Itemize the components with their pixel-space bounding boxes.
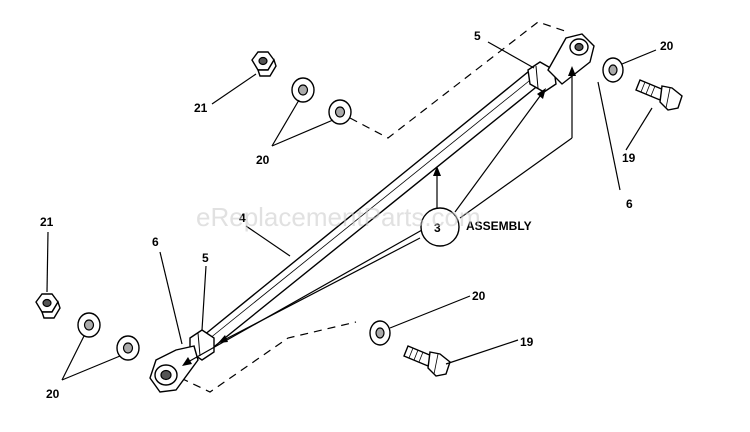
label-nut-lower: 21 <box>40 215 54 229</box>
label-rod: 4 <box>239 211 246 225</box>
label-nut-upper: 21 <box>194 101 208 115</box>
label-washer-upper-right: 20 <box>660 39 674 53</box>
label-bolt-upper: 19 <box>622 151 636 165</box>
assembly-circle <box>420 207 460 247</box>
label-eye-upper: 6 <box>626 197 633 211</box>
watermark: eReplacementParts.com <box>196 202 481 232</box>
label-washer-lower-right: 20 <box>472 289 486 303</box>
label-washers-upper-left: 20 <box>256 153 270 167</box>
label-washers-lower-left: 20 <box>46 387 60 401</box>
hex-nut-lower <box>35 293 61 319</box>
hex-nut-upper <box>251 51 277 77</box>
label-bolt-lower: 19 <box>520 335 534 349</box>
bolt-upper <box>635 79 683 111</box>
leader-lines <box>46 41 657 381</box>
rod-eye-lower <box>149 345 199 393</box>
rod-eye-upper <box>547 33 595 85</box>
assembly-text: ASSEMBLY <box>466 219 532 233</box>
assembly-number: 3 <box>434 221 441 235</box>
washer-upper-right <box>602 57 624 83</box>
label-rod-end-upper: 5 <box>474 29 481 43</box>
label-eye-lower: 6 <box>152 235 159 249</box>
alignment-dashes <box>167 21 569 393</box>
bolt-lower <box>403 345 451 377</box>
assembly-callout: 3 ASSEMBLY <box>182 66 576 366</box>
washers-lower-left <box>77 312 140 361</box>
label-rod-end-lower: 5 <box>202 251 209 265</box>
part-labels: 4 5 6 6 5 21 20 21 20 20 19 20 19 <box>40 29 674 401</box>
washer-lower-right <box>369 320 391 346</box>
washers-upper-left <box>291 77 352 125</box>
